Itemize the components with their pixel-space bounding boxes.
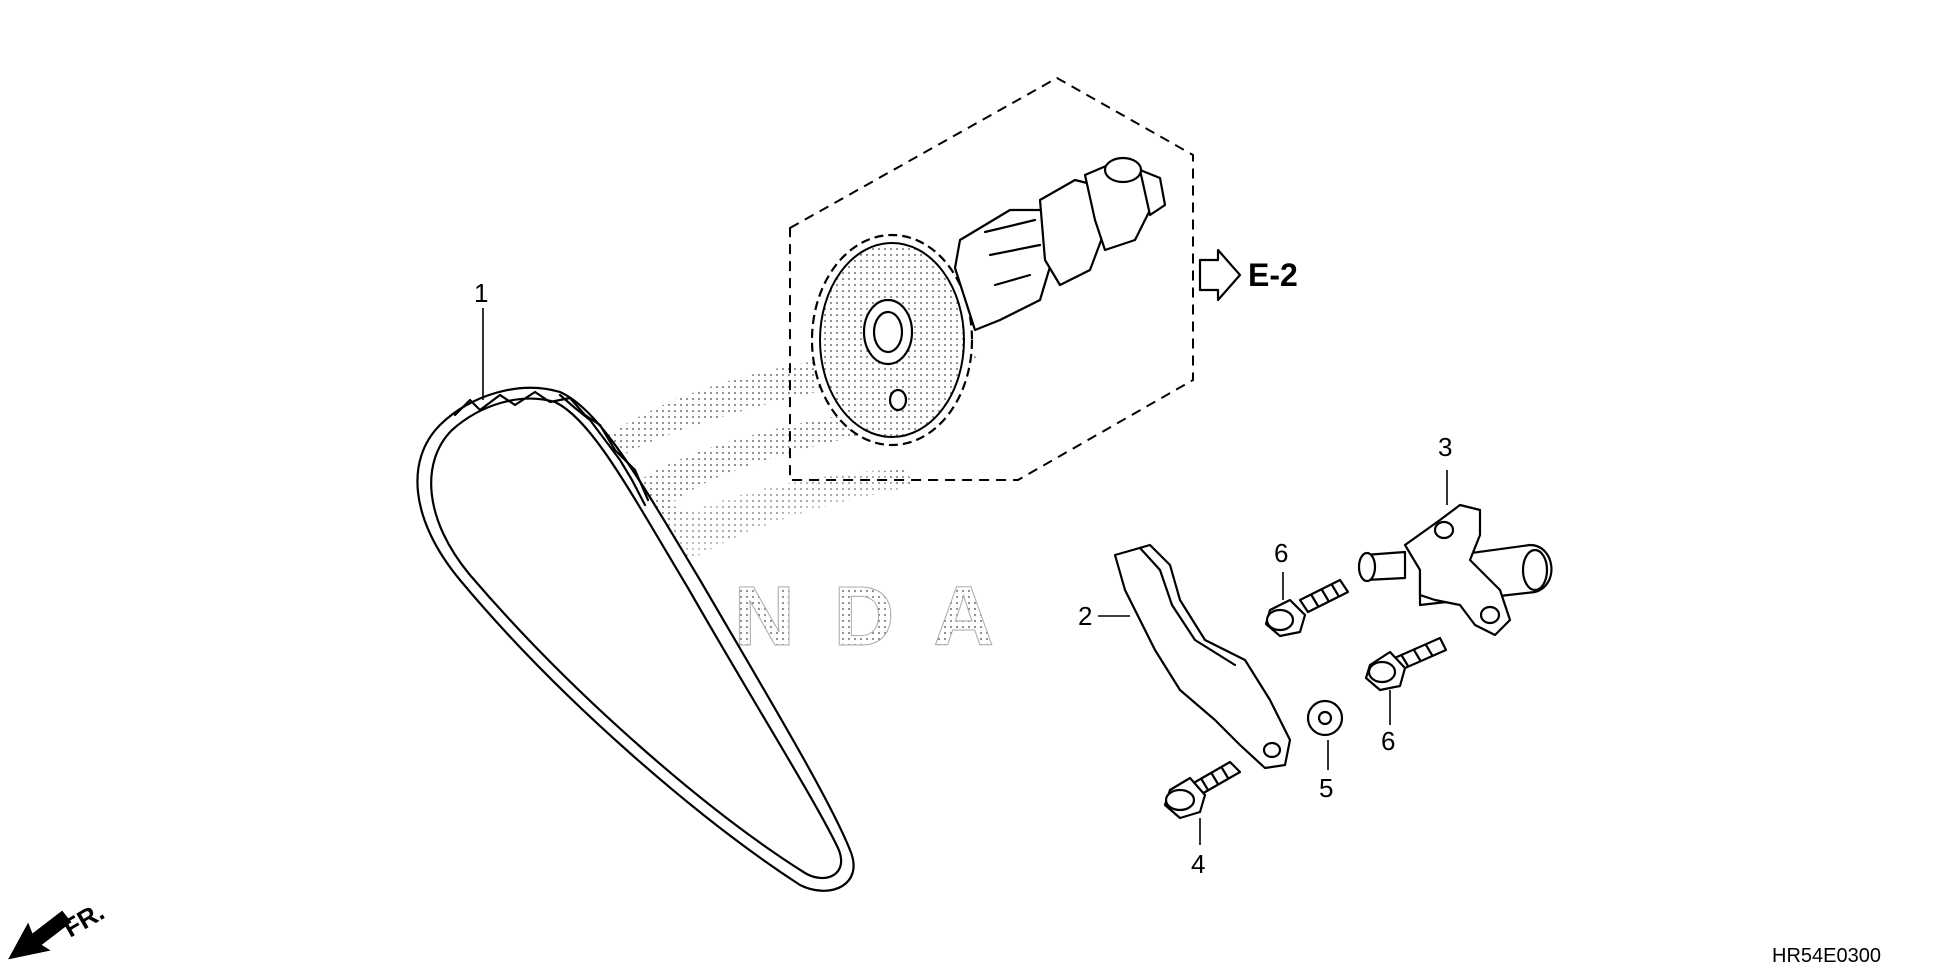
tensioner-arm (1113, 543, 1292, 770)
front-direction-arrow (8, 910, 72, 960)
callout-2: 2 (1078, 601, 1092, 631)
reference-label: E-2 (1248, 257, 1298, 293)
cam-chain (416, 386, 855, 892)
reference-arrow (1198, 248, 1242, 302)
callout-5: 5 (1319, 773, 1333, 803)
callout-1: 1 (474, 278, 488, 308)
cam-chain-tensioner (1357, 503, 1553, 637)
camshaft (953, 156, 1167, 332)
drawing-code: HR54E0300 (1772, 945, 1881, 966)
bolt-6-upper (1264, 578, 1350, 638)
callout-3: 3 (1438, 432, 1452, 462)
callout-4: 4 (1191, 849, 1205, 879)
camshaft-assembly-outline (789, 76, 1194, 481)
bolt-6-lower (1364, 636, 1448, 692)
callout-6-upper: 6 (1274, 538, 1288, 568)
leader-lines (482, 308, 1448, 845)
bolt-4 (1163, 760, 1242, 820)
washer-5 (1306, 699, 1344, 737)
front-direction-label: FR. (58, 896, 109, 943)
callout-6-lower: 6 (1381, 726, 1395, 756)
cam-sprocket (810, 233, 974, 447)
